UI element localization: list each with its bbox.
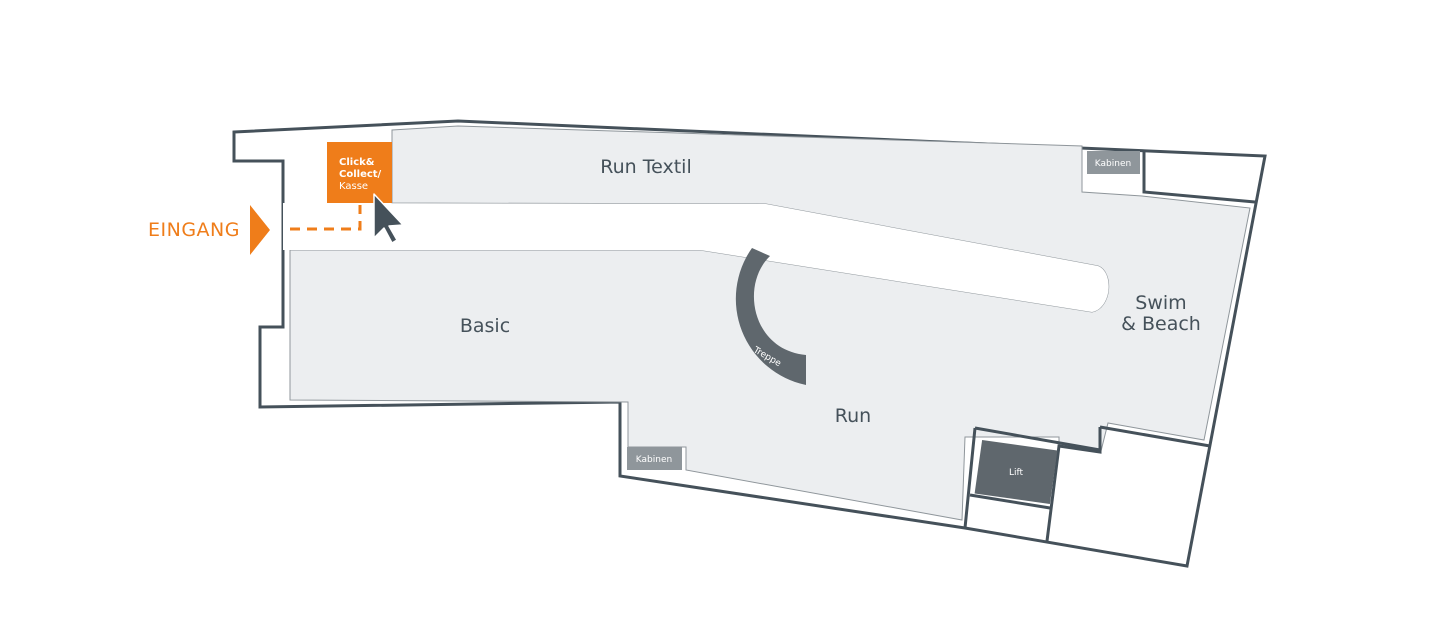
zone-label-swim: Swim — [1135, 292, 1186, 314]
entrance-label: EINGANG — [148, 219, 240, 241]
kabinen-bottom-room[interactable] — [627, 447, 682, 470]
zone-label-run: Run — [835, 405, 871, 427]
kabinen-top-label: Kabinen — [1095, 159, 1131, 169]
click-collect-line1: Click& — [339, 157, 375, 168]
zone-label-beach: & Beach — [1121, 313, 1201, 335]
click-collect-line3: Kasse — [339, 181, 368, 192]
lift-enclosure — [963, 426, 1101, 529]
kabinen-top-room[interactable] — [1087, 151, 1140, 174]
lift-room[interactable] — [974, 439, 1058, 505]
lift-label: Lift — [1009, 468, 1024, 478]
storage-room-bottom-right — [1045, 427, 1102, 542]
storage-room-top-right — [1142, 150, 1256, 204]
click-collect-line2: Collect/ — [339, 169, 382, 180]
entrance-arrow-icon — [250, 205, 270, 255]
main-walkway — [283, 203, 1109, 312]
storage-room-bottom-right-wall — [1099, 425, 1211, 448]
kabinen-bottom-label: Kabinen — [636, 455, 672, 465]
cursor-icon — [373, 193, 404, 244]
click-collect-kasse-box[interactable] — [327, 142, 392, 203]
zone-label-run-textil: Run Textil — [600, 156, 691, 178]
entrance-path-dashed — [290, 205, 362, 231]
treppe-stairs[interactable] — [735, 248, 806, 385]
zone-label-basic: Basic — [460, 315, 510, 337]
